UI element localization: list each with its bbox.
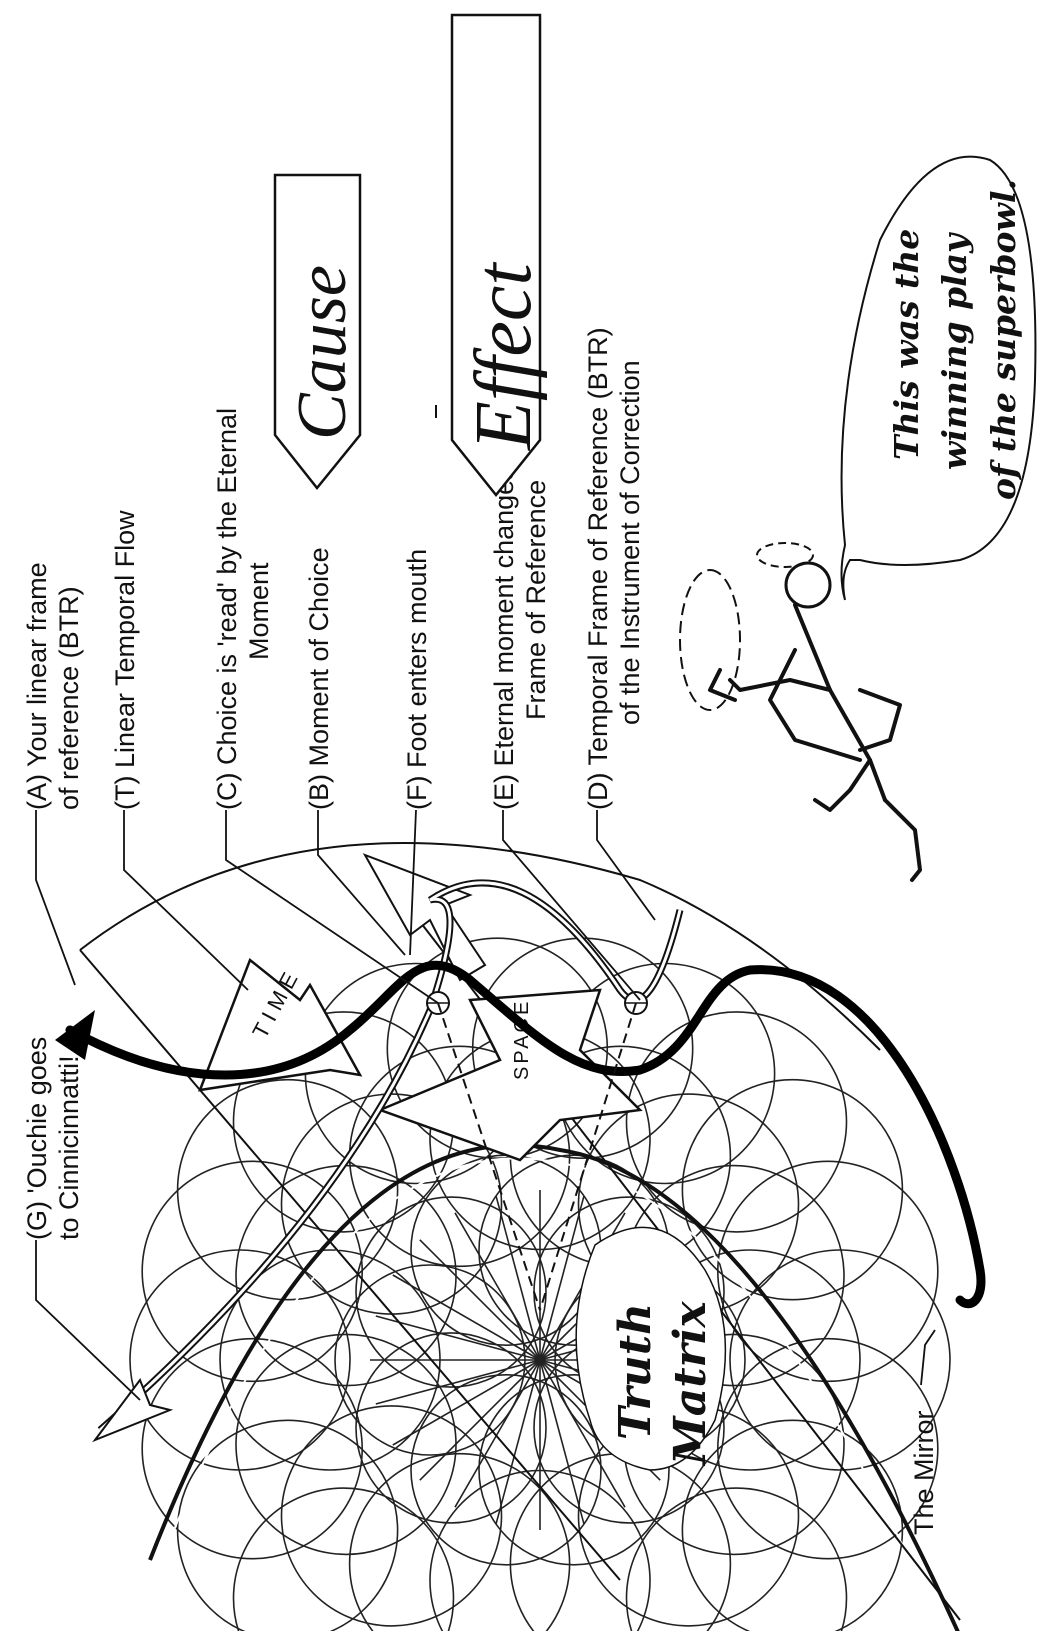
upper-hollow-arrow [365,855,485,980]
matrix-ray [393,1275,540,1360]
speech-line2: winning play [935,231,974,470]
label-a-line2: of reference (BTR) [54,586,84,810]
speech-line1: This was the [887,229,926,460]
effect-banner-text: Effect [460,262,548,451]
label-e-line2: Frame of Reference [521,480,551,720]
matrix-circle [282,1406,502,1626]
label-t: (T) Linear Temporal Flow [110,510,140,810]
label-f: (F) Foot enters mouth [402,549,432,810]
matrix-circle [178,1420,398,1631]
speech-line3: of the superbowl. [984,179,1023,500]
label-c-line2: Moment [244,562,274,660]
label-b: (B) Moment of Choice [304,547,334,810]
matrix-ray [540,1360,584,1524]
rotated-labels: (A) Your linear frame of reference (BTR)… [22,327,939,1535]
mirror-arc [150,1145,975,1631]
matrix-ray [376,1360,540,1404]
label-g-line1: (G) 'Ouchie goes [22,1037,52,1240]
truth-matrix-line2: Matrix [665,1301,716,1467]
matrix-ray [393,1360,540,1445]
cause-banner-text: Cause [284,265,361,440]
label-c-line1: (C) Choice is 'read' by the Eternal [212,408,242,810]
truth-matrix-line1: Truth [610,1303,661,1440]
g-arrow-head [95,1380,170,1440]
matrix-ray [496,1196,540,1360]
matrix-circle [356,1333,546,1523]
matrix-circle [510,1454,730,1631]
matrix-circle [350,1454,570,1631]
thick-timeline-arrowhead [55,1010,95,1060]
label-d-line1: (D) Temporal Frame of Reference (BTR) [583,327,613,810]
space-arrow-label: SPACE [511,999,533,1080]
stick-figure [710,563,920,880]
matrix-circle [682,1080,902,1300]
label-g-line2: to Cinnicinnatti! [54,1055,84,1240]
matrix-circle [178,1080,398,1300]
label-a-line1: (A) Your linear frame [22,562,52,810]
label-d-line2: of the Instrument of Correction [615,360,645,725]
label-mirror: The Mirror [909,1410,939,1535]
matrix-circle [356,1197,546,1387]
